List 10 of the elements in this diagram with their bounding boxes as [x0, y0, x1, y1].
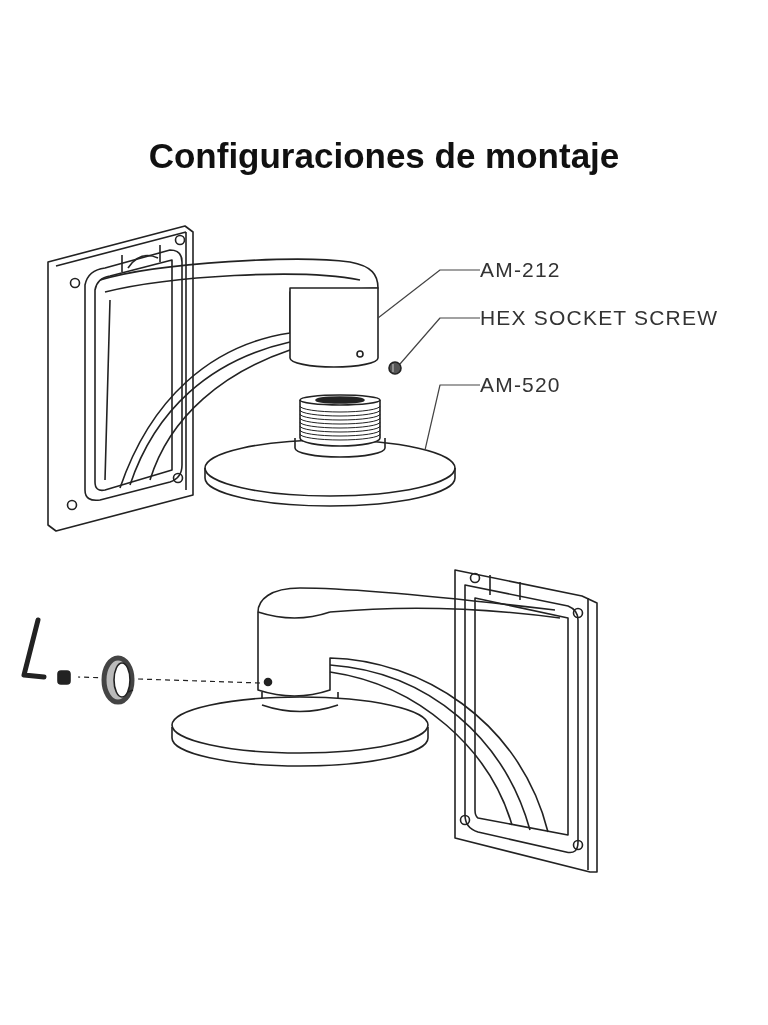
part-label: HEX SOCKET SCREW	[480, 306, 719, 330]
title: Configuraciones de montaje	[147, 136, 621, 176]
bracket-neck-drawing	[289, 287, 379, 368]
part-label: AM-520	[480, 373, 561, 397]
leader-line	[377, 269, 481, 319]
screw-icon	[388, 361, 402, 375]
leader-line	[399, 317, 481, 365]
part-label: AM-212	[480, 258, 561, 282]
mount-adapter-drawing	[204, 394, 456, 507]
leader-line	[424, 384, 481, 451]
